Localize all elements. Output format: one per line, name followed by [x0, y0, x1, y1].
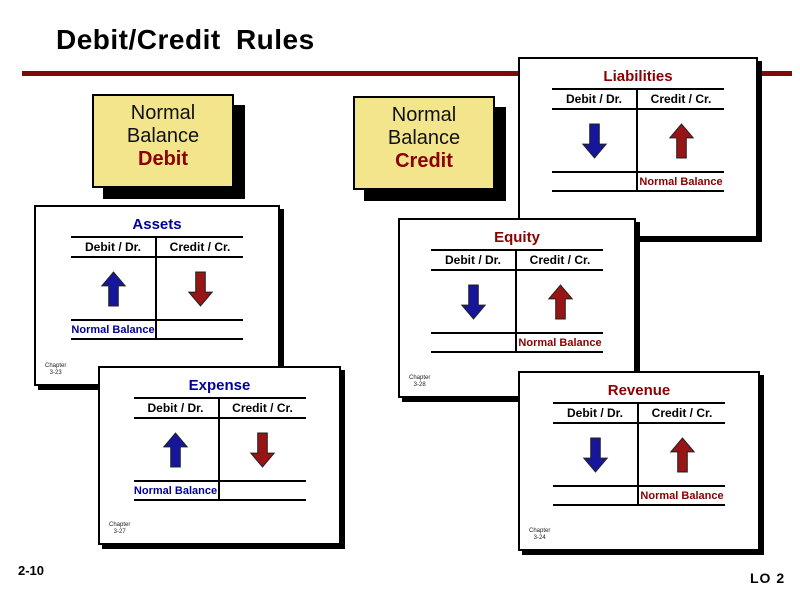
account-title: Revenue	[607, 382, 671, 399]
credit-column-header: Credit / Cr.	[219, 397, 306, 419]
t-account-card-expense: Expense Debit / Dr. Credit / Cr. Normal …	[98, 366, 341, 545]
credit-cell	[517, 271, 603, 332]
credit-column-header: Credit / Cr.	[638, 88, 724, 110]
debit-cell	[553, 424, 639, 485]
normal-balance-label: Normal Balance	[71, 319, 157, 340]
t-account-card-equity: Equity Debit / Dr. Credit / Cr. Normal B…	[398, 218, 636, 398]
credit-arrow-icon	[249, 432, 276, 468]
t-account-table: Debit / Dr. Credit / Cr. Normal Balance	[71, 236, 243, 340]
page-title: Debit/Credit Rules	[56, 24, 315, 55]
credit-column-header: Credit / Cr.	[639, 402, 725, 424]
chapter-note: Chapter 3-27	[109, 522, 131, 535]
callout-line: Normal	[391, 104, 457, 126]
debit-arrow-icon	[100, 270, 127, 307]
callout-emphasis-credit: Credit	[395, 150, 453, 172]
callout-line: Balance	[126, 125, 200, 147]
callout-emphasis-debit: Debit	[138, 148, 188, 170]
credit-arrow-icon	[669, 436, 696, 473]
debit-column-header: Debit / Dr.	[133, 397, 220, 419]
t-account-card-liabilities: Liabilities Debit / Dr. Credit / Cr. Nor…	[518, 57, 758, 238]
chapter-note: Chapter 3-28	[409, 375, 431, 388]
account-title: Equity	[494, 229, 540, 246]
credit-cell	[639, 424, 725, 485]
normal-balance-label	[553, 485, 639, 506]
debit-arrow-icon	[581, 123, 608, 159]
debit-arrow-icon	[582, 437, 609, 473]
credit-column-header: Credit / Cr.	[157, 236, 243, 258]
chapter-note: Chapter 3-24	[529, 528, 551, 541]
t-account-table: Debit / Dr. Credit / Cr. Normal Balance	[431, 249, 603, 353]
account-title: Assets	[132, 216, 182, 233]
callout-line: Balance	[387, 127, 461, 149]
callout-line: Normal	[130, 102, 196, 124]
debit-column-header: Debit / Dr.	[71, 236, 157, 258]
normal-balance-label	[431, 332, 517, 353]
callout-normal-balance-credit: Normal Balance Credit	[353, 96, 495, 190]
t-account-table: Debit / Dr. Credit / Cr. Normal Balance	[133, 397, 306, 501]
t-account-table: Debit / Dr. Credit / Cr. Normal Balance	[552, 88, 724, 192]
t-account-card-assets: Assets Debit / Dr. Credit / Cr. Normal B…	[34, 205, 280, 386]
credit-cell	[157, 258, 243, 319]
t-account-card-revenue: Revenue Debit / Dr. Credit / Cr. Normal …	[518, 371, 760, 551]
normal-balance-label: Normal Balance	[133, 480, 220, 501]
credit-cell	[638, 110, 724, 171]
credit-cell	[220, 419, 306, 480]
account-title: Liabilities	[603, 68, 673, 85]
debit-cell	[552, 110, 638, 171]
debit-arrow-icon	[162, 431, 189, 468]
credit-arrow-icon	[668, 122, 695, 159]
normal-balance-label	[219, 480, 306, 501]
normal-balance-label: Normal Balance	[639, 485, 725, 506]
normal-balance-label	[552, 171, 638, 192]
t-account-table: Debit / Dr. Credit / Cr. Normal Balance	[553, 402, 725, 506]
debit-cell	[71, 258, 157, 319]
learning-objective-label: LO 2	[750, 570, 786, 586]
normal-balance-label: Normal Balance	[517, 332, 603, 353]
debit-arrow-icon	[460, 284, 487, 320]
title-divider-line	[22, 71, 792, 76]
debit-cell	[134, 419, 220, 480]
callout-normal-balance-debit: Normal Balance Debit	[92, 94, 234, 188]
chapter-note: Chapter 3-23	[45, 363, 67, 376]
credit-column-header: Credit / Cr.	[517, 249, 603, 271]
slide-page-number: 2-10	[18, 563, 45, 578]
credit-arrow-icon	[547, 283, 574, 320]
credit-arrow-icon	[187, 271, 214, 307]
debit-column-header: Debit / Dr.	[552, 88, 638, 110]
debit-cell	[431, 271, 517, 332]
debit-column-header: Debit / Dr.	[553, 402, 639, 424]
account-title: Expense	[188, 377, 251, 394]
normal-balance-label: Normal Balance	[638, 171, 724, 192]
normal-balance-label	[157, 319, 243, 340]
debit-column-header: Debit / Dr.	[431, 249, 517, 271]
